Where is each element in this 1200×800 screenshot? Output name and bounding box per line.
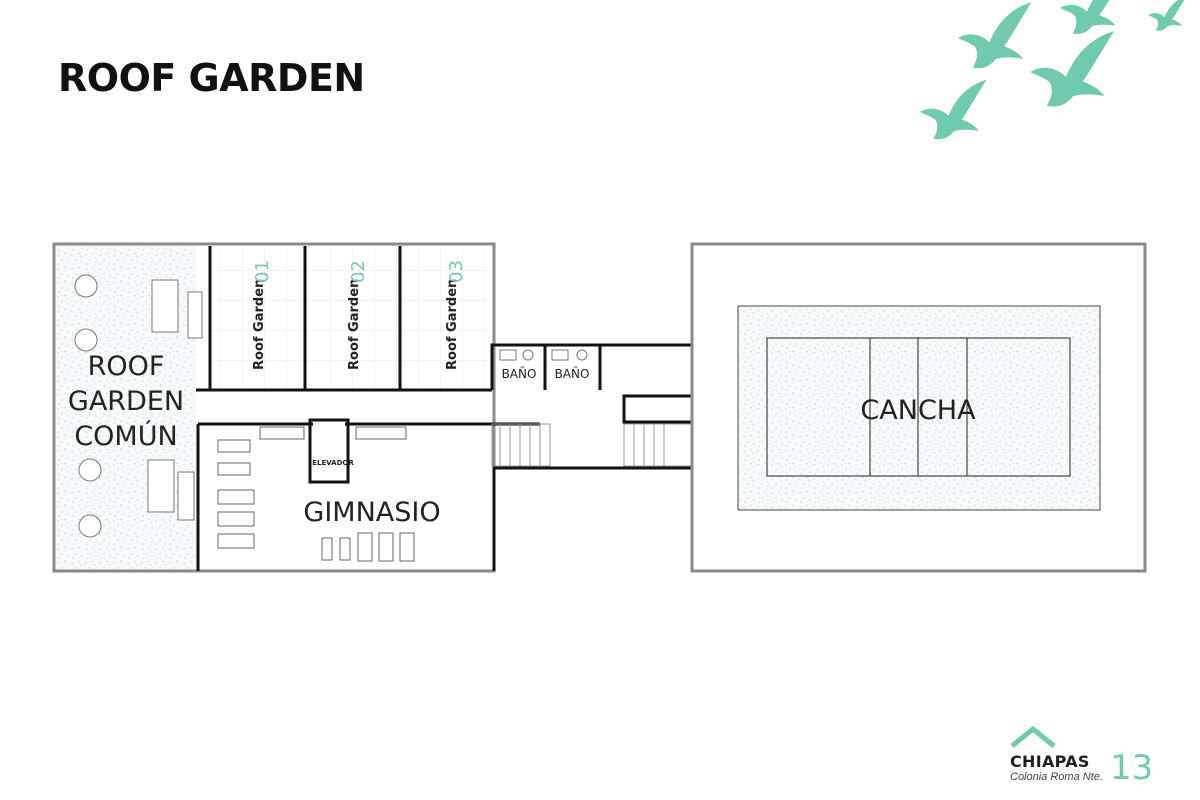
dove-icon (1148, 0, 1187, 31)
gym-equipment (217, 426, 415, 562)
garden-room-number: 02 (348, 260, 369, 283)
elevator-label: ELEVADOR (312, 459, 354, 467)
garden-room-label: Roof Garden (347, 279, 362, 370)
garden-room-label: Roof Garden (445, 279, 460, 370)
roof-garden-03-area (401, 246, 492, 389)
common-garden-label: ROOF GARDEN COMÚN (68, 351, 184, 452)
dove-icon (1060, 0, 1123, 34)
garden-room-label: Roof Garden (252, 279, 267, 370)
brand-name: CHIAPAS (1010, 752, 1090, 771)
garden-room-number: 01 (252, 260, 273, 283)
dove-icon (1030, 31, 1114, 107)
court-label: CANCHA (860, 395, 976, 426)
bathroom-fixtures (499, 349, 588, 361)
stairs (491, 423, 693, 467)
dove-icon (958, 2, 1032, 69)
garden-room-number: 03 (446, 260, 467, 283)
court-lines (766, 337, 1071, 477)
dove-icon (920, 79, 987, 140)
roof-garden-01-area (211, 246, 304, 389)
page-title: ROOF GARDEN (58, 56, 365, 100)
brand-subtitle: Colonia Roma Nte. (1010, 771, 1103, 783)
house-roof-icon (1010, 726, 1056, 748)
brand-number: 13 (1110, 748, 1154, 788)
common-label-line: COMÚN (74, 420, 177, 452)
birds-decoration (920, 0, 1187, 140)
bathroom-label: BAÑO (555, 366, 590, 381)
gym-label: GIMNASIO (303, 497, 440, 528)
common-label-line: ROOF (88, 351, 165, 382)
bathroom-label: BAÑO (502, 366, 537, 381)
brand-logo: CHIAPAS Colonia Roma Nte. 13 (1010, 726, 1170, 788)
garden-furniture (74, 274, 203, 538)
common-label-line: GARDEN (68, 386, 184, 417)
roof-garden-02-area (306, 246, 399, 389)
